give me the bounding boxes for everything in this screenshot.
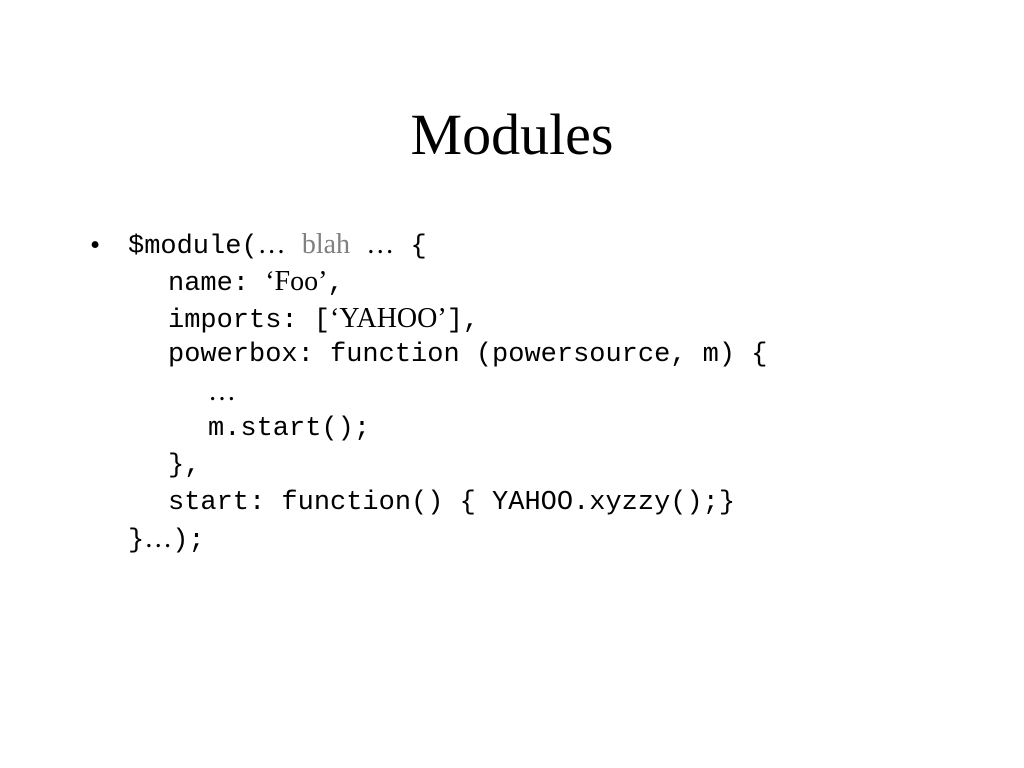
code-line-2: name: ‘Foo’, bbox=[128, 264, 1008, 301]
code-line-1-space-b bbox=[350, 232, 366, 262]
code-line-4: powerbox: function (powersource, m) { bbox=[168, 340, 768, 371]
code-line-3-suffix: ], bbox=[446, 305, 480, 336]
code-line-3-prefix: imports: [ bbox=[168, 305, 331, 336]
code-line-2-value: ‘Foo’ bbox=[265, 265, 328, 297]
code-line-1: $module(… blah … { bbox=[128, 227, 1008, 264]
code-line-3-value: ‘YAHOO’ bbox=[330, 302, 447, 334]
code-line-1-prefix: $module( bbox=[128, 232, 258, 262]
code-line-8: start: function() { YAHOO.xyzzy();} bbox=[168, 487, 736, 518]
code-line-2-suffix: , bbox=[327, 268, 344, 299]
bullet-marker: • bbox=[90, 229, 101, 261]
code-line-7: }, bbox=[168, 450, 201, 481]
code-line-9-suffix: ); bbox=[172, 526, 205, 557]
code-line-5-ellipsis: … bbox=[208, 376, 236, 408]
code-line-9-prefix: } bbox=[128, 526, 145, 557]
slide-title: Modules bbox=[410, 102, 614, 167]
code-block: $module(… blah … { name: ‘Foo’, imports:… bbox=[128, 227, 1008, 558]
code-line-1-muted-word: blah bbox=[301, 229, 351, 260]
code-line-1-space-a bbox=[286, 232, 302, 262]
code-line-1-suffix: { bbox=[394, 232, 427, 262]
code-line-9: }…); bbox=[128, 521, 1008, 558]
code-line-1-ellipsis-a: … bbox=[257, 229, 286, 260]
code-line-3: imports: [‘YAHOO’], bbox=[128, 301, 1008, 338]
code-line-1-ellipsis-b: … bbox=[366, 229, 395, 260]
code-line-5: … bbox=[128, 374, 1008, 411]
code-line-9-ellipsis: … bbox=[144, 523, 173, 555]
code-line-6: m.start(); bbox=[208, 413, 371, 444]
code-line-2-prefix: name: bbox=[168, 268, 266, 299]
